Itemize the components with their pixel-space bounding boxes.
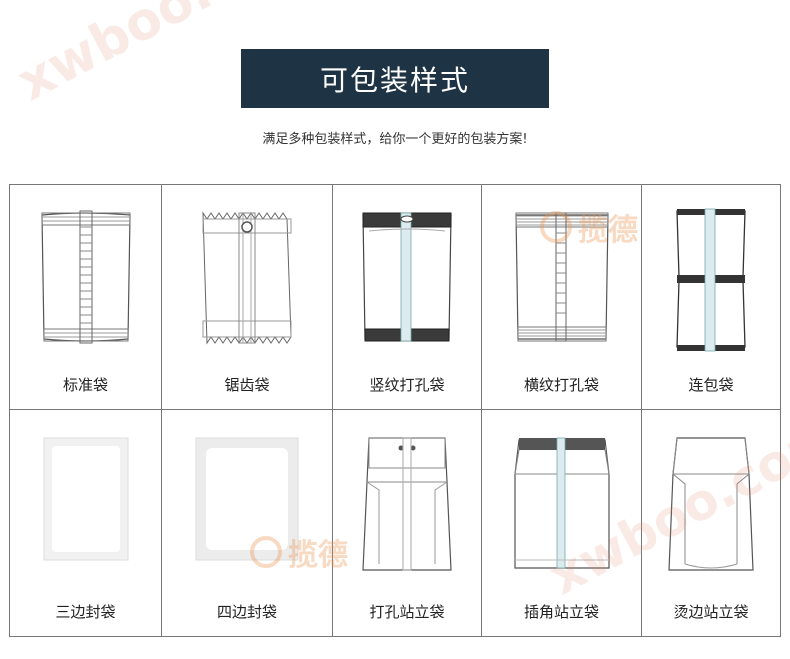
style-cell-three-side-seal: 三边封袋 (10, 410, 162, 636)
style-label: 插角站立袋 (523, 603, 599, 621)
style-label: 打孔站立袋 (369, 603, 445, 621)
hot-edge-stand-up-bag-icon (668, 437, 754, 571)
three-side-seal-bag-icon (43, 437, 128, 561)
style-label: 四边封袋 (216, 603, 277, 621)
gusset-stand-up-bag-icon (513, 437, 610, 569)
linked-bag-icon (676, 208, 746, 352)
page-title: 可包装样式 (241, 49, 549, 108)
four-side-seal-bag-icon (195, 437, 299, 561)
style-cell-punched-stand-up: 打孔站立袋 (333, 410, 482, 636)
vertical-punched-bag-icon (362, 212, 452, 342)
style-label: 连包袋 (688, 376, 734, 394)
style-label: 横纹打孔袋 (523, 376, 599, 394)
style-cell-horizontal-punched: 横纹打孔袋 (482, 185, 642, 410)
serrated-bag-icon (202, 211, 292, 345)
style-label: 三边封袋 (55, 603, 116, 621)
horizontal-punched-bag-icon (514, 212, 609, 342)
punched-stand-up-bag-icon (362, 437, 452, 571)
style-label: 竖纹打孔袋 (369, 376, 445, 394)
page-subtitle: 满足多种包装样式，给你一个更好的包装方案! (262, 132, 528, 147)
style-cell-four-side-seal: 四边封袋 (162, 410, 333, 636)
packaging-styles-grid: 标准袋 锯齿袋 竖纹打孔袋 (9, 184, 781, 637)
style-cell-linked: 连包袋 (642, 185, 780, 410)
style-cell-serrated: 锯齿袋 (162, 185, 333, 410)
style-label: 锯齿袋 (224, 376, 270, 394)
style-cell-standard: 标准袋 (10, 185, 162, 410)
style-label: 标准袋 (62, 376, 108, 394)
style-cell-gusset-stand-up: 插角站立袋 (482, 410, 642, 636)
style-label: 烫边站立袋 (673, 603, 749, 621)
style-cell-vertical-punched: 竖纹打孔袋 (333, 185, 482, 410)
standard-bag-icon (40, 210, 131, 344)
style-cell-hot-edge-stand-up: 烫边站立袋 (642, 410, 780, 636)
